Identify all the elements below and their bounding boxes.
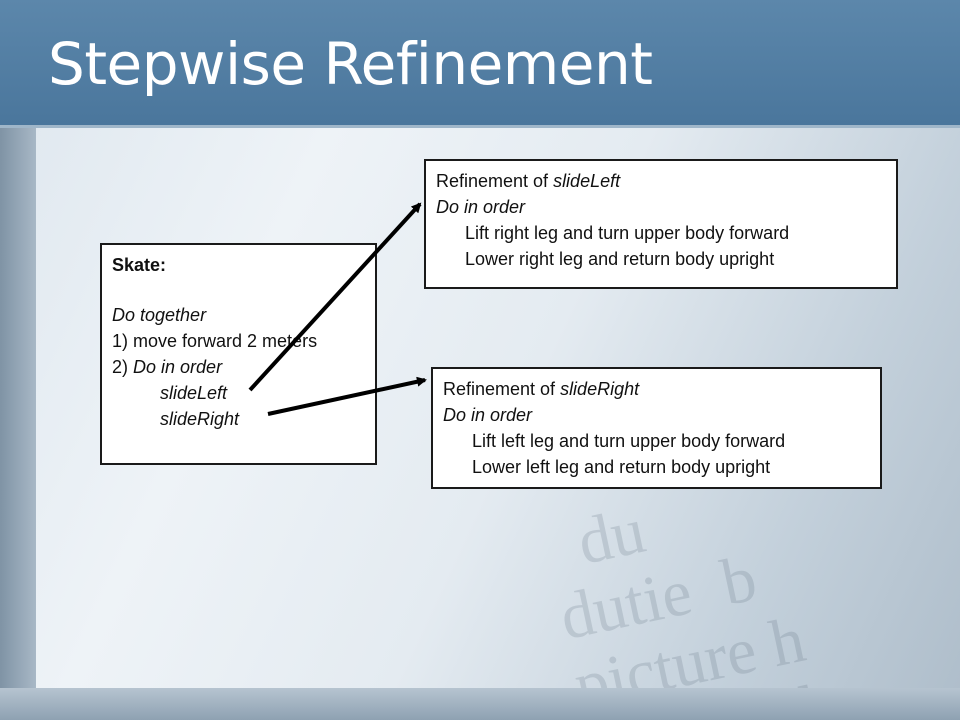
slideright-refinement-title: Refinement of slideRight bbox=[443, 376, 870, 402]
slideleft-step-2: Lower right leg and return body upright bbox=[465, 249, 775, 269]
slideleft-refinement-box: Refinement of slideLeft Do in order Lift… bbox=[424, 159, 898, 289]
left-edge-bar bbox=[0, 128, 36, 720]
slideleft-title-prefix: Refinement of bbox=[436, 171, 554, 191]
slideright-refinement-box: Refinement of slideRight Do in order Lif… bbox=[431, 367, 882, 489]
slideright-step-1: Lift left leg and turn upper body forwar… bbox=[472, 431, 786, 451]
slideleft-step-1: Lift right leg and turn upper body forwa… bbox=[465, 223, 790, 243]
bottom-edge-bar bbox=[0, 688, 960, 720]
title-bar: Stepwise Refinement bbox=[0, 0, 960, 128]
skate-step-1: 1) move forward 2 meters bbox=[112, 331, 318, 351]
slideleft-title-name: slideLeft bbox=[553, 171, 621, 191]
slideleft-refinement-title: Refinement of slideLeft bbox=[436, 168, 886, 194]
skate-step-2: 2) Do in order bbox=[112, 354, 365, 380]
slideright-do-in-order: Do in order bbox=[443, 405, 533, 425]
slideright-title-prefix: Refinement of bbox=[443, 379, 561, 399]
skate-method-box: Skate: Do together 1) move forward 2 met… bbox=[100, 243, 377, 465]
skate-sub-slideleft: slideLeft bbox=[160, 383, 228, 403]
skate-step-2-number: 2) bbox=[112, 357, 134, 377]
skate-heading: Skate: bbox=[112, 255, 167, 275]
skate-sub-slideright: slideRight bbox=[160, 409, 240, 429]
arrow-slideright-to-refinement bbox=[267, 376, 427, 416]
skate-step-2-text: Do in order bbox=[133, 357, 223, 377]
slide-title: Stepwise Refinement bbox=[48, 30, 653, 98]
arrow-slideleft-to-refinement bbox=[248, 202, 422, 392]
slideright-step-2: Lower left leg and return body upright bbox=[472, 457, 771, 477]
slideleft-do-in-order: Do in order bbox=[436, 197, 526, 217]
do-together-label: Do together bbox=[112, 305, 207, 325]
slideright-title-name: slideRight bbox=[560, 379, 640, 399]
